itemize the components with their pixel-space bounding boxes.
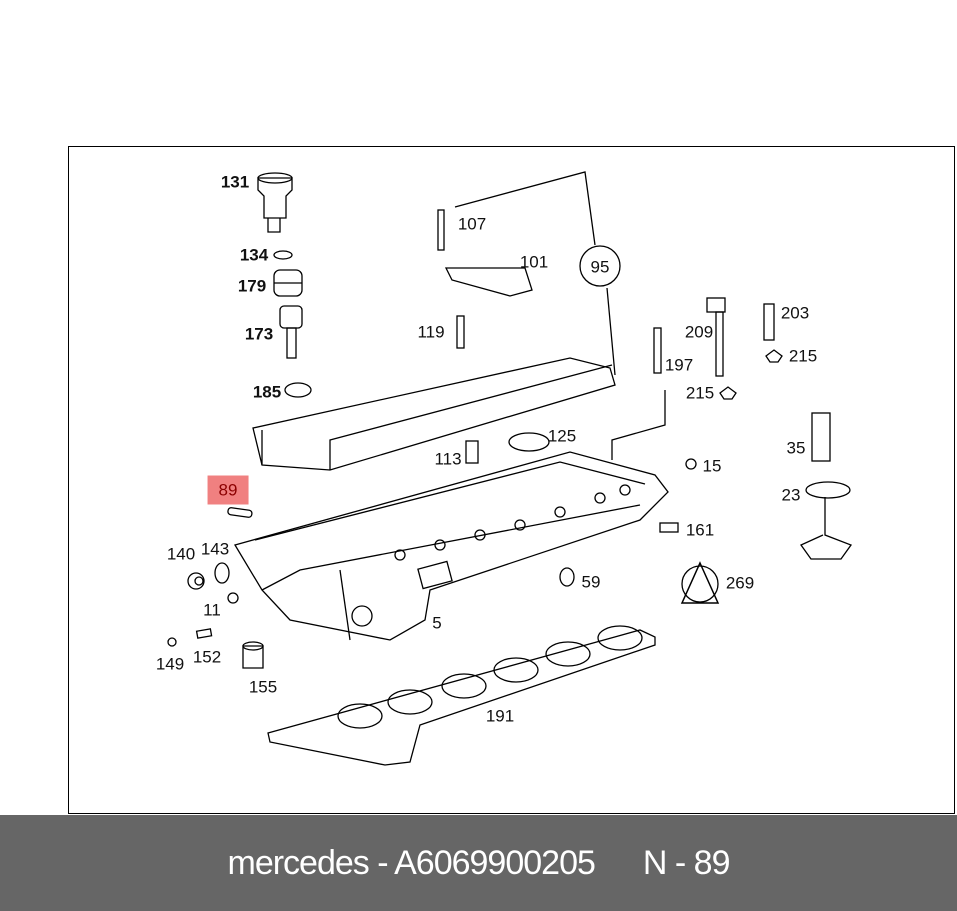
part-label-209[interactable]: 209 <box>684 322 714 342</box>
part-label-269[interactable]: 269 <box>725 573 755 593</box>
part-label-23[interactable]: 23 <box>781 485 801 505</box>
bolts-right <box>653 297 783 533</box>
part-label-107[interactable]: 107 <box>457 214 487 234</box>
part-label-203[interactable]: 203 <box>780 303 810 323</box>
part-label-125[interactable]: 125 <box>547 426 577 446</box>
part-label-215[interactable]: 215 <box>788 346 818 366</box>
part-label-149[interactable]: 149 <box>155 654 185 674</box>
part-label-119[interactable]: 119 <box>417 322 445 342</box>
part-label-101[interactable]: 101 <box>519 252 549 272</box>
part-label-11[interactable]: 11 <box>203 600 221 620</box>
valve-assembly <box>800 412 853 560</box>
brand-part-number: mercedes - A6069900205 <box>227 843 596 882</box>
part-label-134[interactable]: 134 <box>239 245 269 265</box>
part-label-191[interactable]: 191 <box>485 706 515 726</box>
part-label-215[interactable]: 215 <box>685 383 715 403</box>
part-info-footer: mercedes - A6069900205 N - 89 <box>0 815 957 911</box>
position-reference: N - 89 <box>642 843 731 882</box>
part-label-185[interactable]: 185 <box>252 382 282 402</box>
part-label-143[interactable]: 143 <box>200 539 230 559</box>
part-label-152[interactable]: 152 <box>192 647 222 667</box>
small-parts <box>167 507 720 669</box>
head-gasket <box>267 625 656 766</box>
part-label-15[interactable]: 15 <box>702 456 722 476</box>
part-label-173[interactable]: 173 <box>244 324 274 344</box>
oil-filler-parts <box>257 172 312 398</box>
part-label-35[interactable]: 35 <box>786 438 806 458</box>
part-label-161[interactable]: 161 <box>685 520 715 540</box>
part-label-155[interactable]: 155 <box>248 677 278 697</box>
part-label-131[interactable]: 131 <box>220 172 250 192</box>
part-label-140[interactable]: 140 <box>166 544 196 564</box>
part-label-59[interactable]: 59 <box>581 572 601 592</box>
diagram-frame <box>68 146 955 814</box>
callout-lines <box>454 171 666 460</box>
part-label-5[interactable]: 5 <box>432 613 442 633</box>
part-label-113[interactable]: 113 <box>434 449 462 469</box>
cylinder-head <box>234 451 669 641</box>
part-label-89-highlighted[interactable]: 89 <box>207 475 249 505</box>
group-circle-95 <box>579 245 621 287</box>
part-label-179[interactable]: 179 <box>237 276 267 296</box>
camshaft-bearing-housing <box>252 209 616 471</box>
ports <box>394 484 631 561</box>
part-label-95[interactable]: 95 <box>590 257 610 277</box>
part-label-197[interactable]: 197 <box>664 355 694 375</box>
